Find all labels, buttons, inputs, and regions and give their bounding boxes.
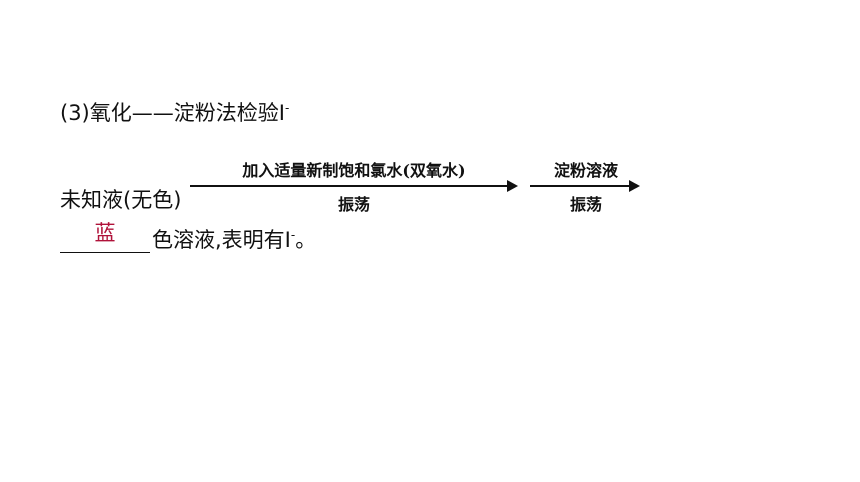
heading-charge: - <box>284 101 290 115</box>
heading-text: (3)氧化——淀粉法检验I <box>60 101 285 125</box>
conclusion-end-mark: 。 <box>295 228 317 252</box>
step1-reagent: 加入适量新制饱和氯水(双氧水) <box>242 161 466 180</box>
conclusion-statement: 色溶液,表明有I <box>152 228 291 252</box>
conclusion-charge: - <box>290 228 296 242</box>
step1-arrow <box>190 180 518 192</box>
step2-arrow <box>530 180 640 192</box>
unknown-solution-label: 未知液(无色) <box>60 188 182 212</box>
section-heading: (3)氧化——淀粉法检验I- <box>60 98 289 128</box>
step2-condition: 振荡 <box>569 195 602 214</box>
conclusion-text: 色溶液,表明有I-。 <box>152 225 316 255</box>
answer-blank-underline <box>60 252 150 253</box>
step2-reagent: 淀粉溶液 <box>553 161 618 180</box>
answer-blank-value: 蓝 <box>94 221 116 245</box>
step1-condition: 振荡 <box>337 195 370 214</box>
